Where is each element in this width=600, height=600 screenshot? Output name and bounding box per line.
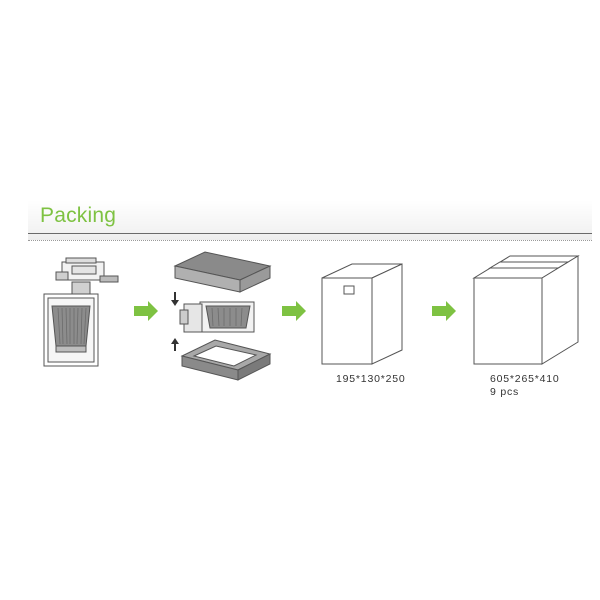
header-rule — [28, 233, 592, 234]
right-arrow-icon — [282, 301, 306, 321]
track-light-icon — [43, 257, 119, 367]
inner-box-dimensions: 195*130*250 — [336, 373, 406, 385]
shipping-carton-icon — [472, 255, 580, 365]
carton-dimensions: 605*265*410 — [490, 373, 560, 385]
inner-box-icon — [321, 263, 403, 365]
carton-quantity: 9 pcs — [490, 386, 520, 398]
header-dotted-rule — [28, 240, 592, 241]
section-title: Packing — [40, 204, 117, 227]
right-arrow-icon — [134, 301, 158, 321]
open-box-assembly-icon — [171, 251, 272, 381]
right-arrow-icon — [432, 301, 456, 321]
